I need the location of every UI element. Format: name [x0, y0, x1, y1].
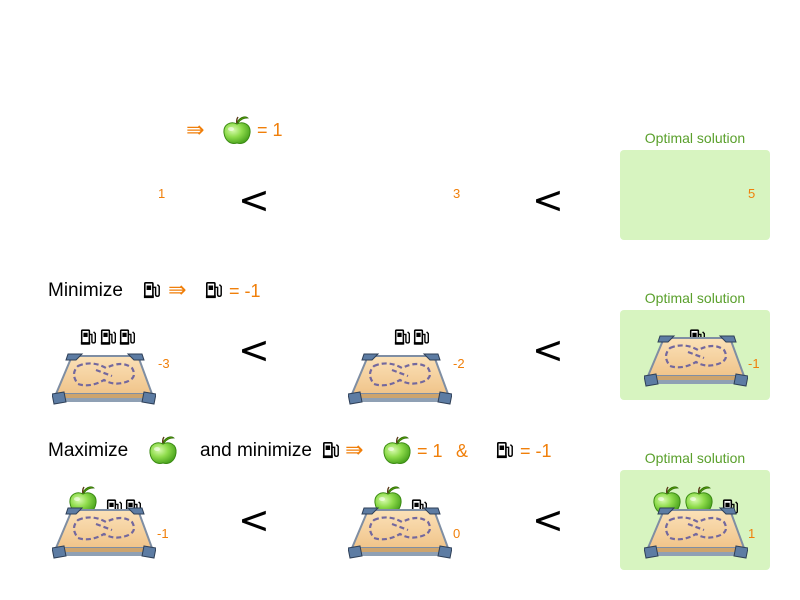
- row-3-score-2: 0: [453, 526, 461, 541]
- row-2-optimal-title: Optimal solution: [644, 290, 746, 306]
- row-3-equals-apple: = 1: [417, 441, 443, 461]
- apple-icon: [382, 434, 412, 466]
- implies-arrow-icon: ⇛: [186, 117, 205, 142]
- implies-arrow-icon: ⇛: [345, 437, 364, 462]
- fuel-pump-icon: [100, 328, 117, 346]
- row-3-prefix-label: Maximize: [48, 440, 129, 461]
- map-board-icon: [52, 346, 156, 406]
- row-1-score-3: 5: [748, 186, 756, 201]
- map-board-icon: [348, 346, 452, 406]
- row-2-equals-text: = -1: [229, 281, 261, 301]
- row-3-score-3: 1: [748, 526, 756, 541]
- row-1-optimal-box: 5: [620, 150, 770, 240]
- row-3-solution-1: -1: [52, 484, 192, 560]
- fuel-pump-icon: [80, 328, 97, 346]
- row-2-solution-2: -2: [348, 326, 488, 388]
- row-1-less-than-1: <: [238, 178, 270, 222]
- row-1-score-2: 3: [453, 186, 461, 201]
- row-1-less-than-2: <: [532, 178, 564, 222]
- row-2-score-3: -1: [748, 356, 760, 371]
- row-2-prefix-label: Minimize: [48, 280, 123, 301]
- row-1-legend: ⇛ = 1: [186, 116, 296, 146]
- row-1-equals-text: = 1: [257, 120, 283, 140]
- fuel-pump-icon: [322, 441, 340, 459]
- map-board-icon: [52, 500, 156, 560]
- row-3-score-1: -1: [157, 526, 169, 541]
- map-board-icon: [644, 500, 748, 560]
- row-3-middle-label: and minimize: [200, 440, 312, 461]
- row-3-optimal-title: Optimal solution: [644, 450, 746, 466]
- row-3-equals-fuel: = -1: [520, 441, 552, 461]
- row-2-score-1: -3: [158, 356, 170, 371]
- row-1-optimal-title: Optimal solution: [644, 130, 746, 146]
- fuel-pump-icon: [496, 441, 514, 459]
- row-3-less-than-1: <: [238, 498, 270, 542]
- row-2-optimal-box: -1: [620, 310, 770, 400]
- fuel-pump-icon: [413, 328, 430, 346]
- apple-icon: [222, 114, 252, 146]
- apple-icon: [148, 434, 178, 466]
- row-3-optimal-box: 1: [620, 470, 770, 570]
- row-3-less-than-2: <: [532, 498, 564, 542]
- map-board-icon: [644, 328, 748, 388]
- fuel-pump-icon: [205, 281, 223, 299]
- implies-arrow-icon: ⇛: [168, 277, 187, 302]
- row-2-less-than-2: <: [532, 328, 564, 372]
- fuel-pump-icon: [119, 328, 136, 346]
- fuel-pump-icon: [143, 281, 161, 299]
- map-board-icon: [348, 500, 452, 560]
- row-3-ampersand: &: [456, 441, 469, 461]
- fuel-pump-icon: [394, 328, 411, 346]
- row-2-less-than-1: <: [238, 328, 270, 372]
- row-2-score-2: -2: [453, 356, 465, 371]
- row-3-solution-2: 0: [348, 484, 488, 560]
- row-2-solution-1: -3: [52, 326, 192, 388]
- row-1-score-1: 1: [158, 186, 166, 201]
